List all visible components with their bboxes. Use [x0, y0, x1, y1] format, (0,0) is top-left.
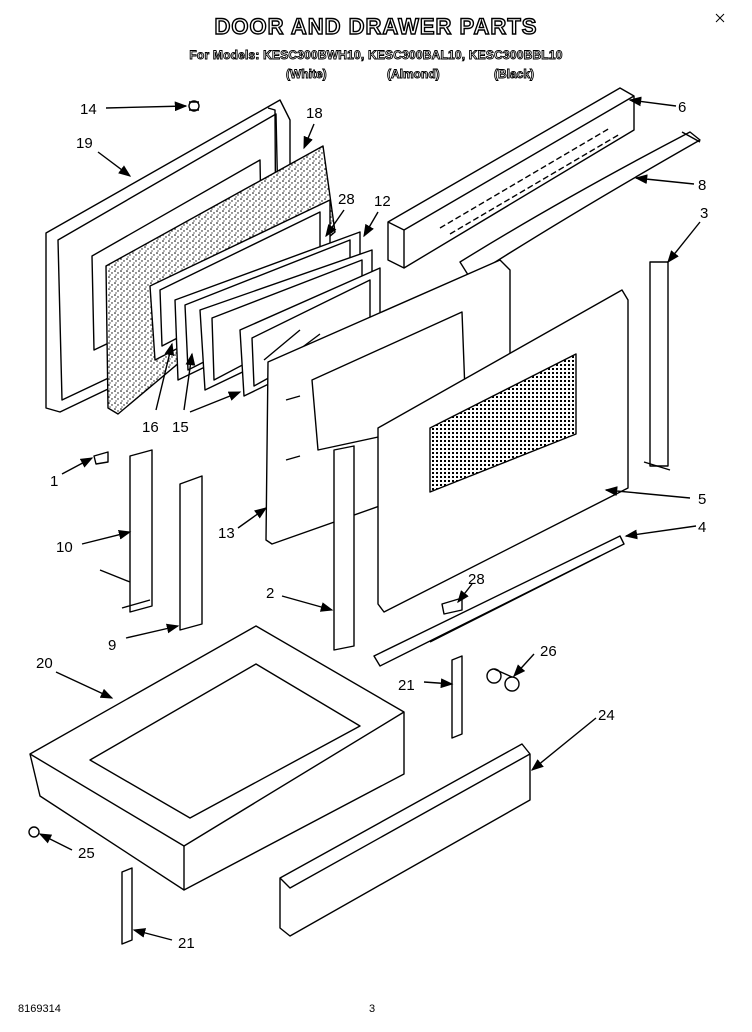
leader-lines — [38, 96, 701, 941]
callout-25: 25 — [78, 845, 95, 862]
callout-15: 15 — [172, 419, 189, 436]
callout-numbers: 14 19 18 28 12 16 15 6 8 3 1 10 13 5 4 9… — [36, 99, 708, 952]
callout-2: 2 — [266, 585, 274, 602]
callout-24: 24 — [598, 707, 615, 724]
clip-1 — [93, 451, 109, 465]
screw-25 — [28, 826, 40, 838]
callout-3: 3 — [700, 205, 708, 222]
callout-20: 20 — [36, 655, 53, 672]
callout-26: 26 — [540, 643, 557, 660]
callout-18: 18 — [306, 105, 323, 122]
color-white-label: (White) — [286, 67, 328, 82]
color-almond-label: (Almond) — [387, 67, 441, 82]
callout-5: 5 — [698, 491, 706, 508]
door-handle-8 — [459, 131, 701, 279]
callout-16: 16 — [142, 419, 159, 436]
callout-21-lower: 21 — [178, 935, 195, 952]
callout-13: 13 — [218, 525, 235, 542]
callout-19: 19 — [76, 135, 93, 152]
callout-1: 1 — [50, 473, 58, 490]
callout-6: 6 — [678, 99, 686, 116]
door-side-trim-2 — [333, 445, 355, 651]
callout-10: 10 — [56, 539, 73, 556]
hinge-left-10 — [99, 449, 153, 613]
filler-strip-9 — [179, 475, 203, 631]
drawer-slide-21b — [121, 867, 133, 945]
callout-4: 4 — [698, 519, 706, 536]
callout-9: 9 — [108, 637, 116, 654]
callout-12: 12 — [374, 193, 391, 210]
callout-14: 14 — [80, 101, 97, 118]
drawer-front-24 — [279, 743, 531, 937]
control-panel-6 — [387, 87, 635, 269]
bracket-28 — [441, 597, 463, 615]
callout-21-upper: 21 — [398, 677, 415, 694]
color-black-label: (Black) — [494, 67, 535, 82]
callout-8: 8 — [698, 177, 706, 194]
drawer-slide-21a — [451, 655, 463, 739]
document-number: 8169314 — [18, 1003, 61, 1015]
corner-mark — [715, 13, 725, 23]
model-list: For Models: KESC300BWH10, KESC300BAL10, … — [189, 48, 563, 63]
outer-door-5 — [377, 289, 629, 613]
screw-14 — [188, 100, 200, 112]
page-title: DOOR AND DRAWER PARTS — [214, 13, 538, 39]
page-number: 3 — [369, 1003, 376, 1015]
bottom-trim-4 — [373, 535, 625, 667]
callout-28-top: 28 — [338, 191, 355, 208]
hinge-right-3 — [643, 261, 671, 471]
roller-26 — [486, 668, 520, 692]
callout-28-bottom: 28 — [468, 571, 485, 588]
drawer-20 — [29, 625, 405, 891]
